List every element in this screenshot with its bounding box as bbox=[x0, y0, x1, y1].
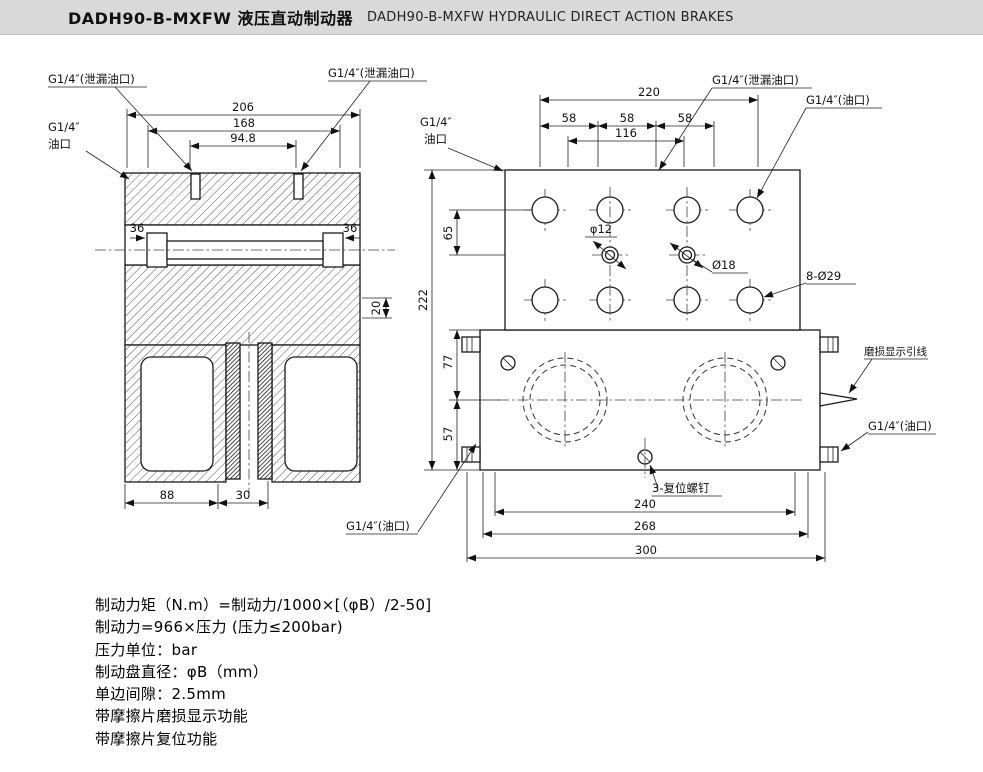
front-body bbox=[461, 169, 858, 471]
section-caliper-arms bbox=[124, 332, 361, 496]
dim-top-width: 220 bbox=[638, 85, 660, 99]
dim-bottom-w3: 300 bbox=[635, 543, 657, 557]
technical-notes: 制动力矩（N.m）=制动力/1000×[（φB）/2-50] 制动力=966×压… bbox=[95, 594, 431, 750]
dim-total-height: 222 bbox=[416, 289, 430, 311]
leak-port-slot-right bbox=[293, 173, 304, 200]
note-line-wear-display: 带摩擦片磨损显示功能 bbox=[95, 707, 249, 726]
oil-port-left-label-line1: G1/4″ bbox=[420, 115, 452, 129]
note-line-disc-diameter: 制动盘直径：φB（mm） bbox=[95, 662, 269, 681]
title-bar: DADH90-B-MXFW 液压直动制动器 DADH90-B-MXFW HYDR… bbox=[0, 0, 983, 35]
cylinder-bore-left bbox=[522, 357, 608, 443]
section-leaders bbox=[48, 80, 427, 180]
dim-pitch-a: 58 bbox=[562, 111, 577, 125]
leak-port-slot-left bbox=[190, 173, 201, 200]
section-texts: G1/4″(泄漏油口) G1/4″(泄漏油口) G1/4″ 油口 206 168… bbox=[48, 66, 415, 502]
dim-bore-width: 94.8 bbox=[230, 131, 256, 145]
dim-h-mid: 77 bbox=[441, 355, 455, 370]
oil-port-left-label-line2: 油口 bbox=[424, 132, 447, 146]
piston-left bbox=[140, 356, 214, 472]
page-title-en: DADH90-B-MXFW HYDRAULIC DIRECT ACTION BR… bbox=[367, 9, 734, 25]
wear-indicator-label: 磨损显示引线 bbox=[864, 345, 927, 358]
counterbore-label: Ø18 bbox=[712, 258, 736, 272]
wear-indicator-wire bbox=[819, 392, 858, 407]
front-discs-screws bbox=[498, 352, 802, 478]
piston-right bbox=[284, 356, 358, 472]
oil-port-right-label: G1/4″(油口) bbox=[868, 419, 932, 433]
dim-h-top: 65 bbox=[441, 226, 455, 241]
reset-screws-label: 3-复位螺钉 bbox=[652, 481, 710, 495]
section-body bbox=[95, 172, 395, 346]
dim-pitch-c: 58 bbox=[678, 111, 693, 125]
leak-port-label: G1/4″(泄漏油口) bbox=[712, 73, 799, 87]
dim-h-bottom: 57 bbox=[441, 427, 455, 442]
dim-mid-width: 116 bbox=[615, 126, 637, 140]
oil-port-label-line2: 油口 bbox=[48, 137, 71, 151]
note-line-force: 制动力=966×压力 (压力≤200bar) bbox=[95, 618, 343, 637]
note-line-reset-function: 带摩擦片复位功能 bbox=[95, 729, 218, 748]
front-view: G1/4″(泄漏油口) G1/4″(油口) G1/4″ 油口 220 58 58… bbox=[346, 73, 936, 562]
oil-port-bottom-label: G1/4″(油口) bbox=[346, 519, 410, 533]
leak-port-label-left: G1/4″(泄漏油口) bbox=[48, 72, 135, 86]
small-hole-label: φ12 bbox=[590, 222, 612, 236]
section-view: G1/4″(泄漏油口) G1/4″(泄漏油口) G1/4″ 油口 206 168… bbox=[48, 66, 427, 509]
dim-offset: 20 bbox=[369, 301, 383, 316]
dim-bottom-w2: 268 bbox=[634, 519, 656, 533]
front-mounting-holes bbox=[524, 187, 771, 323]
dim-slot-width: 30 bbox=[236, 488, 251, 502]
leak-port-label-right: G1/4″(泄漏油口) bbox=[328, 66, 415, 80]
oil-port-top-label: G1/4″(油口) bbox=[806, 93, 870, 107]
front-texts: G1/4″(泄漏油口) G1/4″(油口) G1/4″ 油口 220 58 58… bbox=[346, 73, 932, 557]
page-title-zh: DADH90-B-MXFW 液压直动制动器 bbox=[68, 9, 353, 28]
dim-pitch-b: 58 bbox=[620, 111, 635, 125]
dim-inner-width: 168 bbox=[233, 116, 255, 130]
front-leaders bbox=[346, 87, 936, 535]
piston-rod bbox=[166, 240, 324, 260]
mount-holes-label: 8-Ø29 bbox=[806, 269, 841, 283]
dim-total-width: 206 bbox=[232, 100, 254, 114]
note-line-pressure-unit: 压力单位：bar bbox=[95, 640, 198, 659]
front-dimension-lines bbox=[424, 95, 826, 562]
note-line-torque: 制动力矩（N.m）=制动力/1000×[（φB）/2-50] bbox=[95, 596, 432, 614]
dim-step-right: 36 bbox=[343, 221, 358, 235]
dim-step-left: 36 bbox=[130, 221, 145, 235]
dim-bottom-w1: 240 bbox=[634, 497, 656, 511]
note-line-clearance: 单边间隙：2.5mm bbox=[95, 685, 227, 704]
oil-port-label-line1: G1/4″ bbox=[48, 120, 80, 134]
cylinder-bore-right bbox=[682, 357, 768, 443]
section-dimension-lines bbox=[124, 109, 392, 509]
friction-pad-right bbox=[257, 342, 273, 480]
friction-pad-left bbox=[225, 342, 241, 480]
dim-pad-width: 88 bbox=[160, 488, 175, 502]
